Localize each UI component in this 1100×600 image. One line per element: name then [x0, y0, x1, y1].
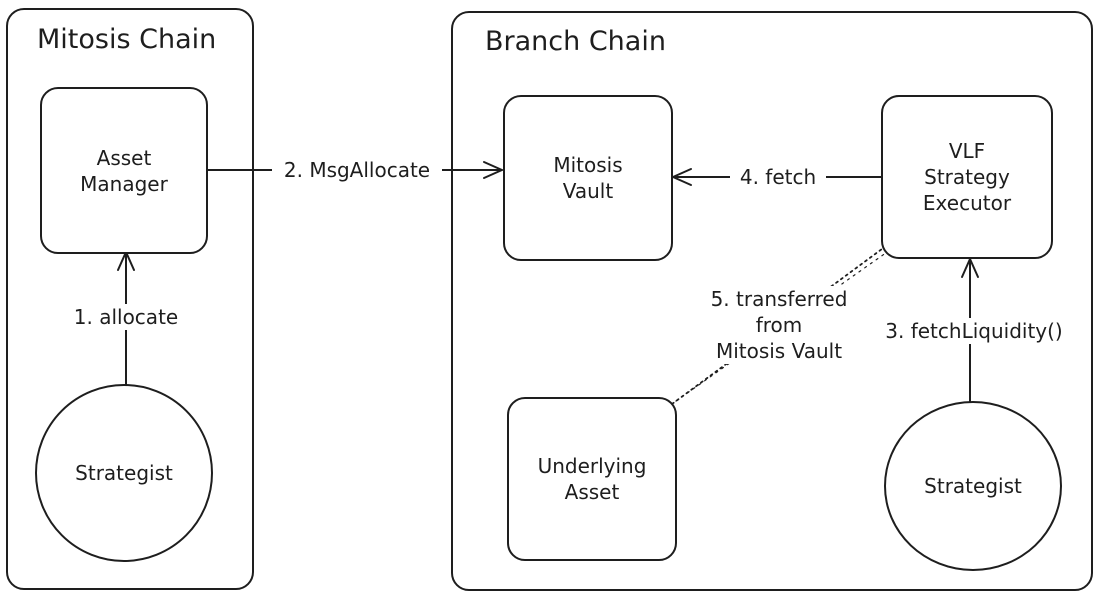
- strategist-left-node: Strategist: [35, 384, 213, 562]
- strategist-right-label: Strategist: [924, 474, 1022, 498]
- edge-fetch-label: 4. fetch: [730, 164, 826, 190]
- mitosis-vault-label: Mitosis Vault: [553, 153, 623, 203]
- underlying-asset-node: Underlying Asset: [507, 397, 677, 561]
- underlying-asset-label: Underlying Asset: [537, 454, 647, 504]
- mitosis-chain-title: Mitosis Chain: [37, 24, 217, 55]
- asset-manager-node: Asset Manager: [40, 87, 208, 254]
- edge-transferred-label: 5. transferred from Mitosis Vault: [694, 286, 864, 364]
- edge-msg-allocate-label: 2. MsgAllocate: [272, 157, 442, 183]
- asset-manager-label: Asset Manager: [80, 145, 168, 196]
- mitosis-vault-node: Mitosis Vault: [503, 95, 673, 261]
- vlf-strategy-executor-node: VLF Strategy Executor: [881, 95, 1053, 259]
- strategist-right-node: Strategist: [884, 401, 1062, 571]
- vlf-strategy-executor-label: VLF Strategy Executor: [922, 139, 1012, 215]
- edge-allocate-label: 1. allocate: [64, 304, 188, 330]
- strategist-left-label: Strategist: [75, 461, 173, 485]
- branch-chain-title: Branch Chain: [485, 26, 666, 57]
- edge-fetch-liquidity-label: 3. fetchLiquidity(): [868, 318, 1080, 344]
